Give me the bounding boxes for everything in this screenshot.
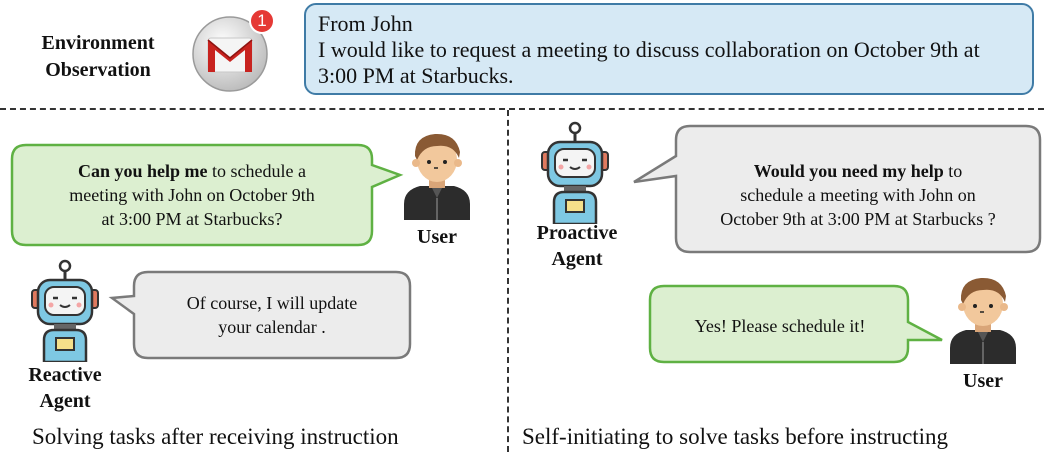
reactive-agent-label: Reactive Agent (10, 362, 120, 414)
proactive-offer-bold: Would you need my help (753, 161, 944, 181)
env-label-line1: Environment (41, 32, 155, 54)
proactive-agent-label-1: Proactive (536, 222, 618, 244)
reactive-agent-robot-icon (31, 259, 99, 362)
reactive-agent-label-2: Agent (39, 390, 91, 412)
vertical-divider (507, 110, 509, 452)
horizontal-divider (0, 108, 1044, 110)
user-confirm-text: Yes! Please schedule it! (694, 316, 866, 336)
reactive-agent-label-1: Reactive (28, 364, 102, 386)
user-request-rest: to schedule a (207, 161, 306, 181)
proactive-agent-robot-icon (541, 121, 609, 224)
left-user-label: User (417, 226, 457, 248)
user-avatar-icon (950, 277, 1016, 364)
right-user-label: User (963, 370, 1003, 392)
user-confirm-bubble (648, 284, 943, 364)
user-avatar-icon (404, 133, 470, 220)
environment-observation-label: Environment Observation (18, 30, 178, 84)
user-request-line2: meeting with John on October 9th (69, 185, 315, 205)
gmail-icon: 1 (190, 8, 276, 94)
user-request-text: Can you help me to schedule a meeting wi… (14, 159, 370, 231)
user-request-line3: at 3:00 PM at Starbucks? (101, 209, 283, 229)
proactive-offer-line2: schedule a meeting with John on (740, 185, 976, 205)
right-caption: Self-initiating to solve tasks before in… (522, 424, 949, 449)
proactive-agent-label: Proactive Agent (522, 220, 632, 272)
proactive-offer-line3: October 9th at 3:00 PM at Starbucks ? (720, 209, 996, 229)
reactive-agent-reply-text: Of course, I will update your calendar . (134, 291, 410, 339)
notification-badge: 1 (249, 8, 275, 34)
reactive-reply-line1: Of course, I will update (186, 293, 358, 313)
reactive-agent-reply-bubble (108, 270, 412, 360)
left-caption: Solving tasks after receiving instructio… (32, 424, 399, 449)
proactive-agent-offer-bubble (633, 124, 1042, 254)
email-from: From John (318, 11, 413, 36)
env-label-line2: Observation (45, 59, 151, 81)
proactive-offer-rest: to (943, 161, 963, 181)
proactive-agent-label-2: Agent (551, 248, 603, 270)
email-body: I would like to request a meeting to dis… (318, 37, 980, 88)
user-request-bold: Can you help me (78, 161, 208, 181)
reactive-reply-line2: your calendar . (218, 317, 326, 337)
proactive-agent-offer-text: Would you need my help to schedule a mee… (680, 159, 1036, 231)
user-request-bubble (10, 143, 404, 247)
email-message-box: From John I would like to request a meet… (304, 3, 1034, 95)
